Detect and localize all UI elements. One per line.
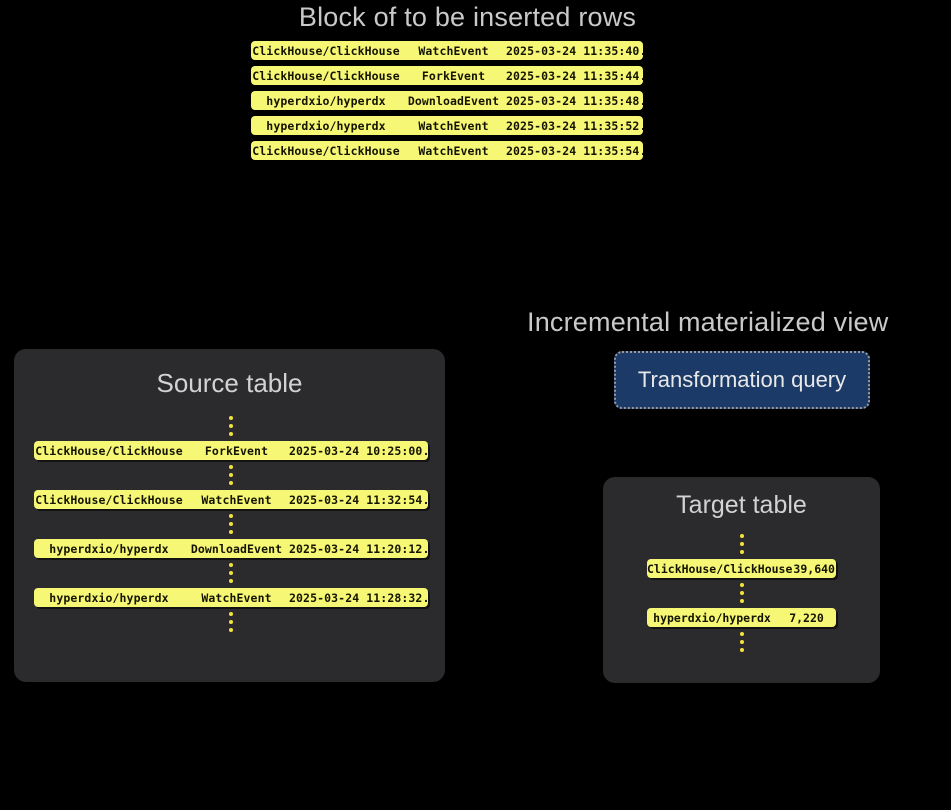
insert-block-title: Block of to be inserted rows: [298, 2, 637, 32]
row-repo: hyperdxio/hyperdx: [653, 610, 771, 625]
row-more-dots: ...: [639, 144, 643, 158]
row-more-dots: ...: [422, 542, 428, 556]
row-time: 2025-03-24 11:35:48: [506, 93, 640, 108]
row-more-dots: ...: [639, 44, 643, 58]
table-row: ClickHouse/ClickHouse ForkEvent 2025-03-…: [34, 441, 428, 460]
vertical-ellipsis-icon: [229, 558, 233, 588]
vertical-ellipsis-icon: [229, 411, 233, 441]
vertical-ellipsis-icon: [739, 578, 744, 608]
row-more-dots: ...: [422, 493, 428, 507]
transformation-query-box: Transformation query: [614, 351, 870, 409]
row-time: 2025-03-24 10:25:00: [289, 443, 423, 458]
row-time: 2025-03-24 11:35:54: [506, 143, 640, 158]
row-event: WatchEvent: [418, 43, 489, 58]
row-time: 2025-03-24 11:28:32: [289, 590, 423, 605]
table-row: hyperdxio/hyperdx WatchEvent 2025-03-24 …: [34, 588, 428, 607]
row-time: 2025-03-24 11:35:44: [506, 68, 640, 83]
row-event: WatchEvent: [418, 118, 489, 133]
source-table-title: Source table: [156, 368, 303, 398]
table-row: ClickHouse/ClickHouse WatchEvent 2025-03…: [251, 41, 643, 60]
row-repo: ClickHouse/ClickHouse: [252, 68, 400, 83]
row-repo: hyperdxio/hyperdx: [49, 590, 169, 605]
row-repo: hyperdxio/hyperdx: [49, 541, 169, 556]
vertical-ellipsis-icon: [739, 529, 744, 559]
row-time: 2025-03-24 11:32:54: [289, 492, 423, 507]
vertical-ellipsis-icon: [739, 627, 744, 657]
materialized-view-title: Incremental materialized view: [527, 307, 889, 337]
row-repo: ClickHouse/ClickHouse: [252, 143, 400, 158]
table-row: ClickHouse/ClickHouse WatchEvent 2025-03…: [251, 141, 643, 160]
row-repo: ClickHouse/ClickHouse: [252, 43, 400, 58]
row-repo: ClickHouse/ClickHouse: [35, 492, 183, 507]
vertical-ellipsis-icon: [229, 607, 233, 637]
row-count: 7,220: [789, 610, 824, 625]
table-row: hyperdxio/hyperdx DownloadEvent 2025-03-…: [251, 91, 643, 110]
table-row: hyperdxio/hyperdx WatchEvent 2025-03-24 …: [251, 116, 643, 135]
insert-block-rows: ClickHouse/ClickHouse WatchEvent 2025-03…: [251, 41, 643, 160]
vertical-ellipsis-icon: [229, 509, 233, 539]
row-repo: ClickHouse/ClickHouse: [647, 561, 793, 576]
row-event: WatchEvent: [418, 143, 489, 158]
row-more-dots: ...: [639, 119, 643, 133]
row-event: DownloadEvent: [407, 93, 500, 108]
target-table-panel: Target table ClickHouse/ClickHouse 39,64…: [603, 477, 880, 683]
row-more-dots: ...: [639, 69, 643, 83]
row-repo: hyperdxio/hyperdx: [266, 118, 386, 133]
table-row: hyperdxio/hyperdx DownloadEvent 2025-03-…: [34, 539, 428, 558]
row-time: 2025-03-24 11:35:52: [506, 118, 640, 133]
table-row: ClickHouse/ClickHouse ForkEvent 2025-03-…: [251, 66, 643, 85]
source-table-body: ClickHouse/ClickHouse ForkEvent 2025-03-…: [34, 411, 428, 637]
row-more-dots: ...: [422, 444, 428, 458]
row-more-dots: ...: [639, 94, 643, 108]
table-row: ClickHouse/ClickHouse 39,640: [647, 559, 836, 578]
row-time: 2025-03-24 11:20:12: [289, 541, 423, 556]
row-more-dots: ...: [422, 591, 428, 605]
row-event: WatchEvent: [201, 492, 272, 507]
row-repo: ClickHouse/ClickHouse: [35, 443, 183, 458]
row-event: ForkEvent: [421, 68, 486, 83]
target-table-body: ClickHouse/ClickHouse 39,640 hyperdxio/h…: [603, 529, 880, 657]
row-time: 2025-03-24 11:35:40: [506, 43, 640, 58]
table-row: ClickHouse/ClickHouse WatchEvent 2025-03…: [34, 490, 428, 509]
source-table-panel: Source table ClickHouse/ClickHouse ForkE…: [14, 349, 445, 682]
row-event: ForkEvent: [204, 443, 269, 458]
row-repo: hyperdxio/hyperdx: [266, 93, 386, 108]
target-table-title: Target table: [676, 491, 807, 519]
row-event: WatchEvent: [201, 590, 272, 605]
table-row: hyperdxio/hyperdx 7,220: [647, 608, 836, 627]
vertical-ellipsis-icon: [229, 460, 233, 490]
row-event: DownloadEvent: [190, 541, 283, 556]
row-count: 39,640: [793, 561, 835, 576]
